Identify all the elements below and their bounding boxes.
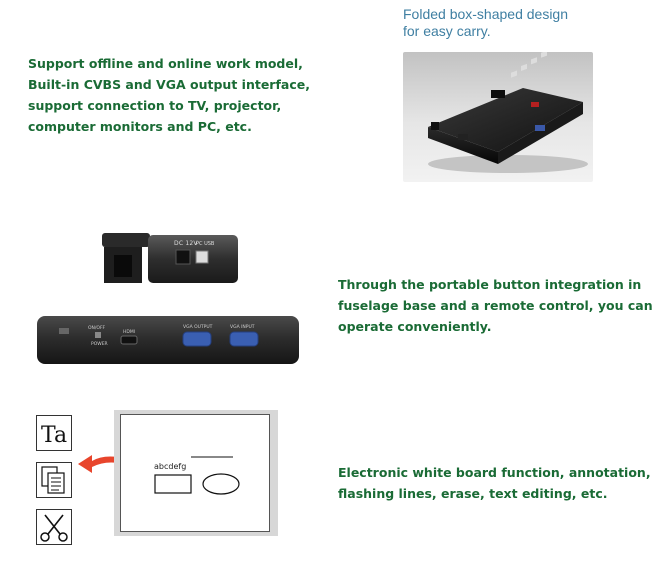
folded-box-photo bbox=[403, 52, 593, 182]
port-label-usb: PC USB bbox=[196, 241, 215, 247]
folded-box-caption: Folded box-shaped design for easy carry. bbox=[403, 6, 603, 40]
feature-text-remote-control: Through the portable button integration … bbox=[338, 277, 653, 334]
text-tool-icon: Ta bbox=[36, 415, 72, 451]
port-label-power: POWER bbox=[91, 341, 108, 347]
device-side-ports-image: ON/OFF POWER HDMI VGA OUTPUT VGA INPUT bbox=[37, 316, 299, 364]
whiteboard-sample-text: abcdefg bbox=[154, 462, 187, 471]
device-side-ports-view: ON/OFF POWER HDMI VGA OUTPUT VGA INPUT bbox=[37, 314, 299, 366]
port-label-hdmi: HDMI bbox=[123, 329, 135, 335]
caption-line-2: for easy carry. bbox=[403, 23, 491, 39]
arrow-left-icon bbox=[78, 455, 118, 473]
whiteboard-illustration: Ta abcdefg bbox=[28, 405, 278, 555]
port-label-vga-input: VGA INPUT bbox=[230, 324, 255, 330]
copy-paste-icon bbox=[36, 462, 72, 498]
feature-text-offline-online: Support offline and online work model, B… bbox=[28, 56, 310, 134]
text-tool-glyph: Ta bbox=[41, 423, 67, 448]
device-back-view-image: DC 12V PC USB bbox=[102, 233, 238, 283]
device-back-view: DC 12V PC USB bbox=[100, 233, 240, 285]
port-label-vga-output: VGA OUTPUT bbox=[183, 324, 213, 330]
folded-box-device-image bbox=[428, 52, 588, 173]
scissors-icon bbox=[36, 509, 72, 545]
feature-text-whiteboard: Electronic white board function, annotat… bbox=[338, 465, 651, 501]
whiteboard-canvas: abcdefg bbox=[120, 414, 270, 532]
port-label-dc: DC 12V bbox=[174, 240, 198, 247]
caption-line-1: Folded box-shaped design bbox=[403, 6, 569, 22]
port-label-onoff: ON/OFF bbox=[88, 325, 106, 331]
whiteboard-shapes bbox=[154, 456, 240, 495]
